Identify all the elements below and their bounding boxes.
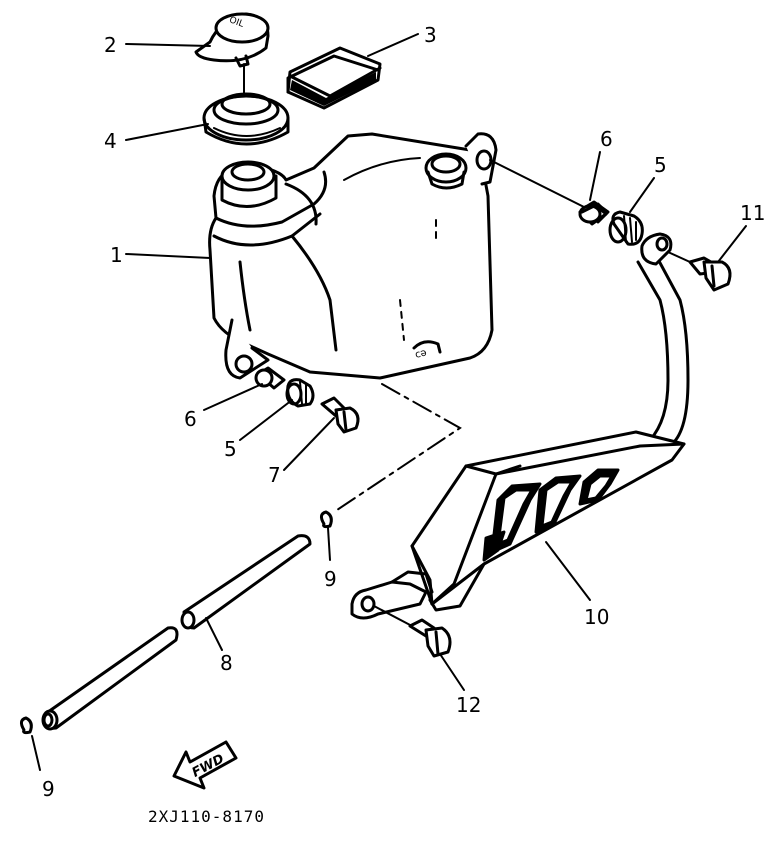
bolt-bracket: [373, 605, 452, 658]
callout-bracket: 10: [584, 605, 609, 629]
bracket: [350, 232, 690, 620]
tank-cap: OIL: [194, 12, 270, 111]
callout-bolt-right: 11: [740, 201, 765, 225]
svg-text:OIL: OIL: [228, 15, 245, 29]
callout-damper-left: 5: [224, 437, 237, 461]
callout-grommet: 4: [104, 129, 117, 153]
bolt-right: [667, 251, 732, 292]
pad: [286, 46, 382, 110]
part-code: 2XJ110-8170: [148, 807, 265, 826]
clip-upper: [319, 510, 333, 529]
callout-pad: 3: [424, 23, 437, 47]
collar-right: [489, 159, 610, 226]
clip-lower: [19, 716, 33, 735]
callout-collar-left: 6: [184, 407, 197, 431]
hose: [41, 534, 312, 731]
callout-tank: 1: [110, 243, 123, 267]
oil-tank: cǝ: [208, 132, 498, 380]
damper-right: [608, 210, 644, 246]
callout-bolt-bracket: 12: [456, 693, 481, 717]
damper-left: [285, 378, 315, 408]
leader-lines: [31, 33, 747, 771]
callout-cap: 2: [104, 33, 117, 57]
callout-hose: 8: [220, 651, 233, 675]
callout-collar-right: 6: [600, 127, 613, 151]
collar-left: [254, 366, 286, 390]
grommet: [202, 92, 290, 146]
forward-arrow-icon: FWD: [172, 740, 238, 790]
callout-clip-lower: 9: [42, 777, 55, 801]
callout-damper-right: 5: [654, 153, 667, 177]
bolt-left: [320, 396, 360, 434]
callout-clip-upper: 9: [324, 567, 337, 591]
callout-bolt-left: 7: [268, 463, 281, 487]
svg-text:cǝ: cǝ: [414, 347, 428, 361]
